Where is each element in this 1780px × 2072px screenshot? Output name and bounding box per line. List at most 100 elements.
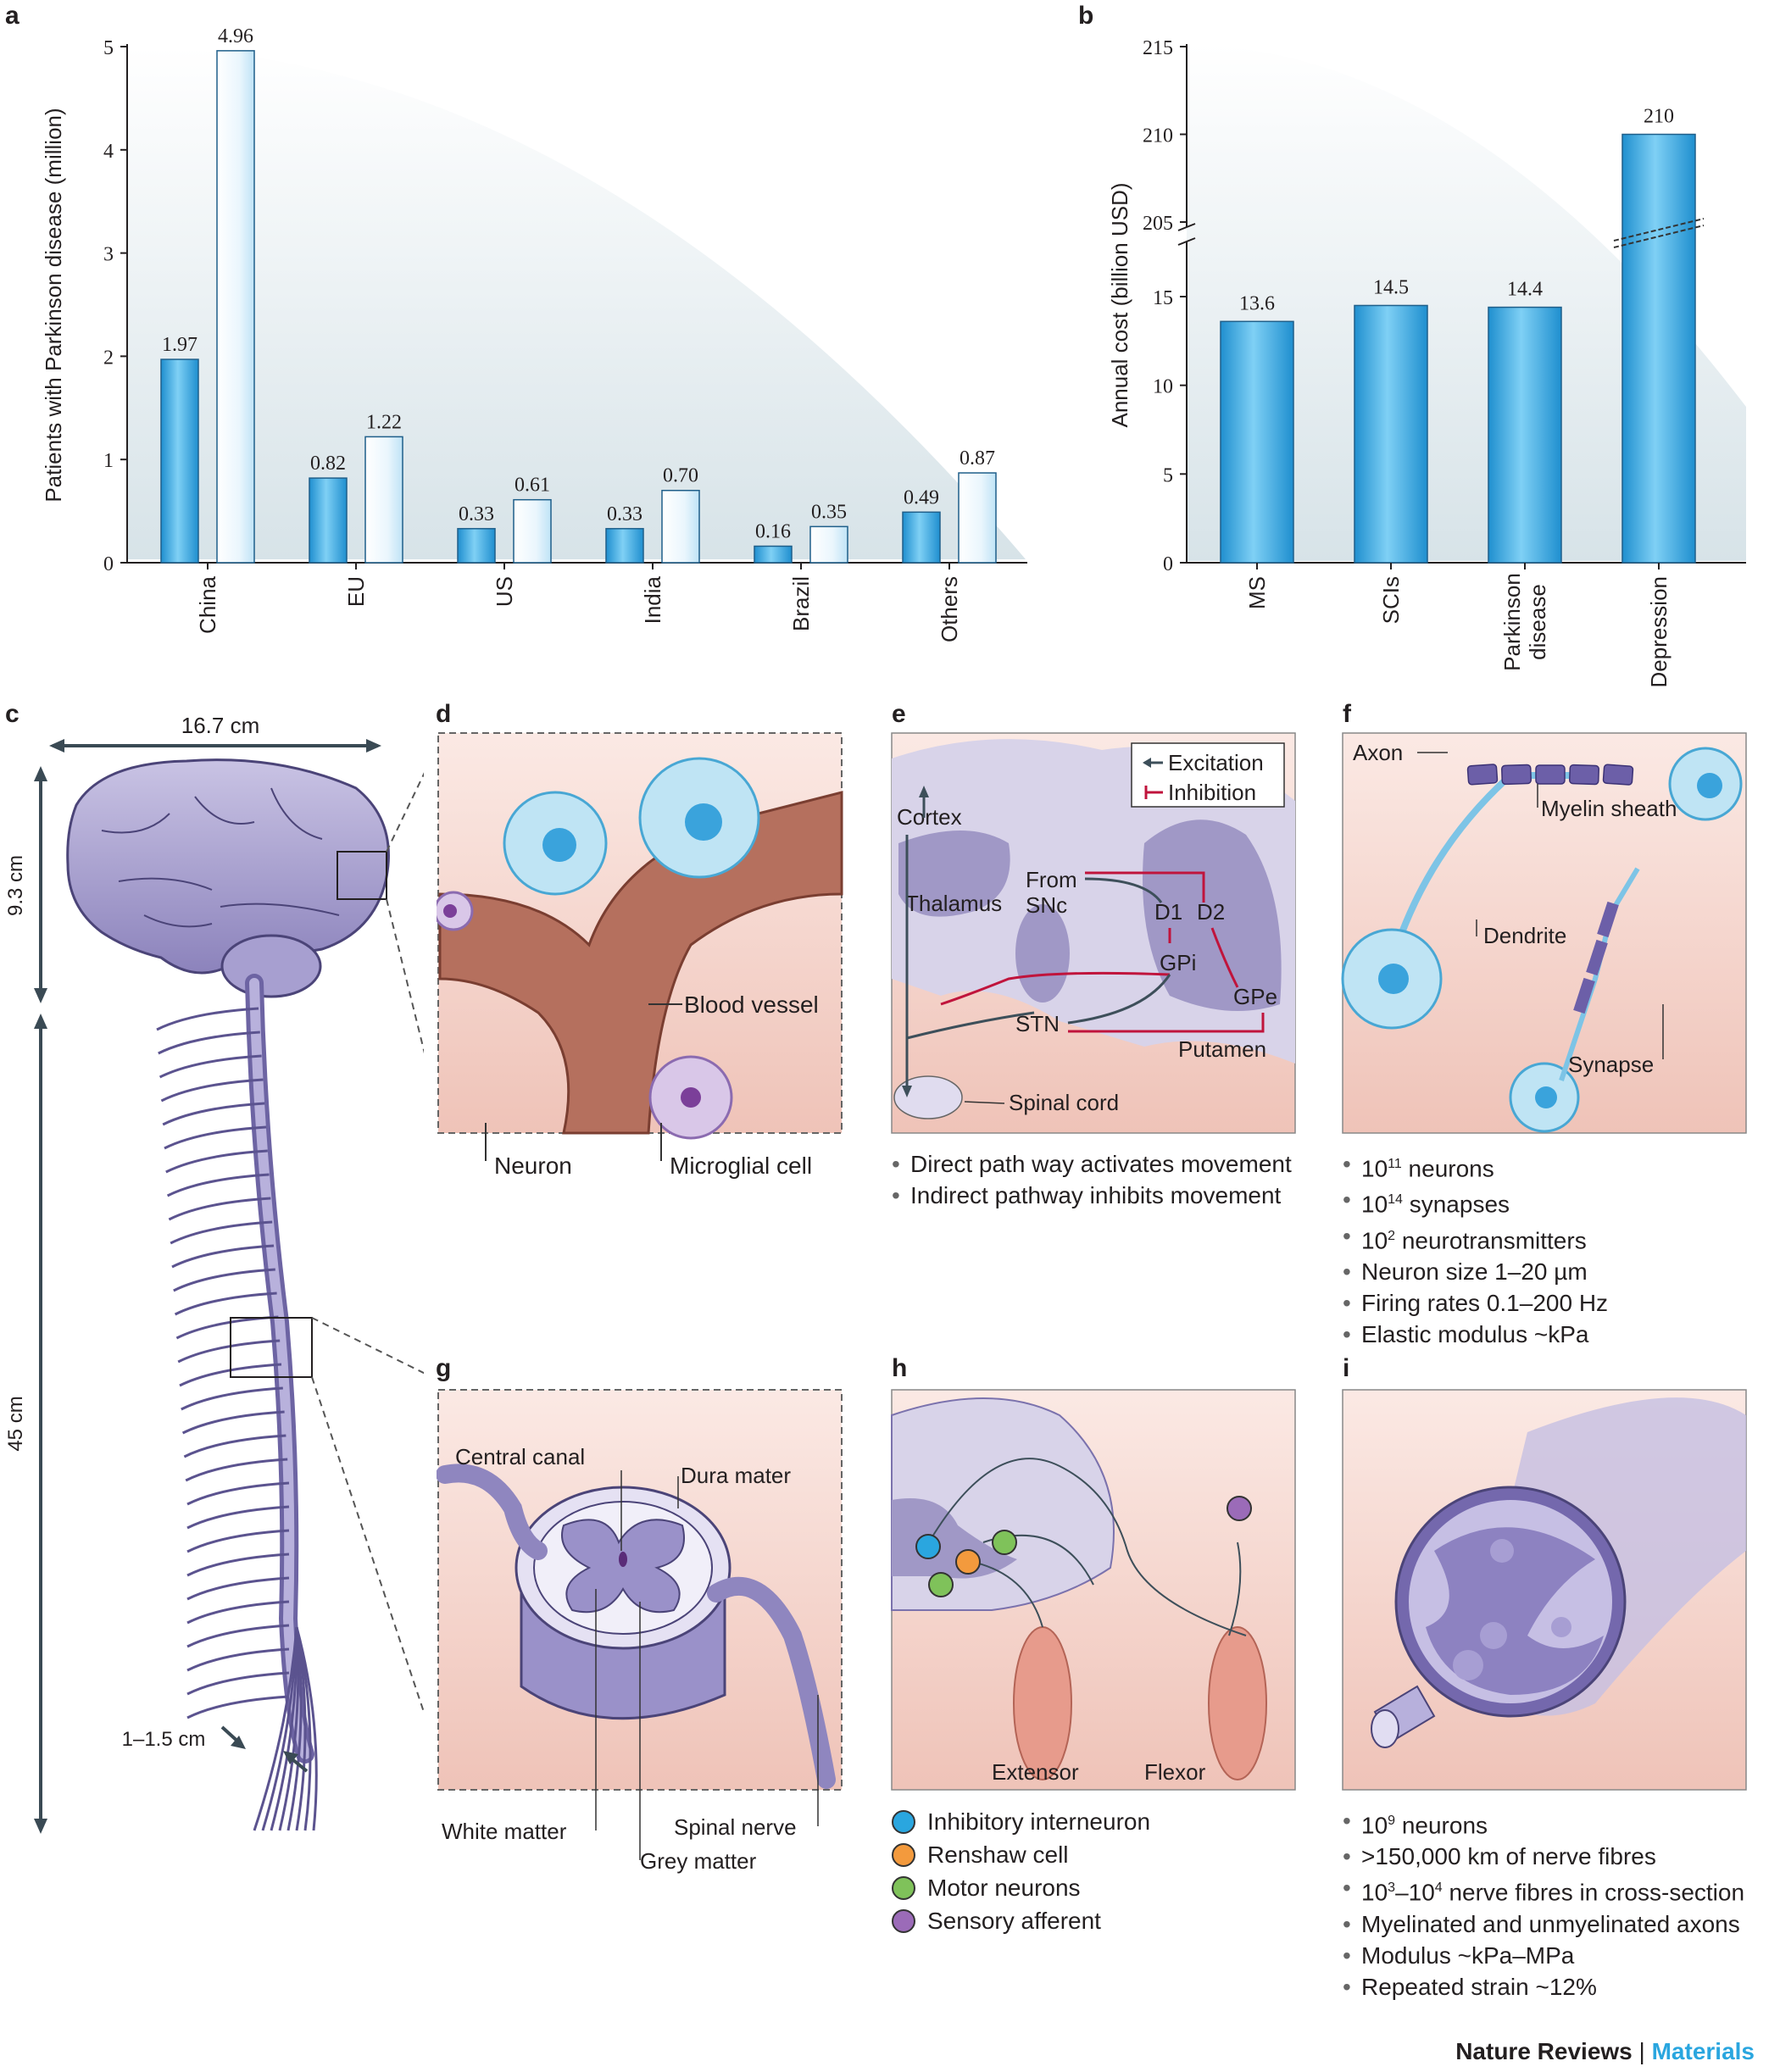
chart-a-category-label: India	[640, 575, 665, 624]
panel-f-note: 102 neurotransmitters	[1343, 1220, 1766, 1256]
chart-a-data-label: 0.16	[755, 521, 791, 543]
spinal-nerve-left	[164, 1125, 267, 1150]
spinal-nerve-left	[186, 1647, 290, 1672]
spinal-nerve-left	[159, 1054, 262, 1079]
chart-b-break-mark	[1613, 225, 1705, 248]
panel-letter-i: i	[1343, 1354, 1350, 1382]
chart-b-ytick-label: 0	[1163, 553, 1173, 575]
panel-i-note: Modulus ~kPa–MPa	[1343, 1940, 1766, 1971]
journal-name: Nature Reviews	[1455, 2038, 1633, 2064]
axon-label: Axon	[1353, 740, 1403, 765]
legend-item: Sensory afferent	[892, 1904, 1316, 1937]
chart-a-ylabel: Patients with Parkinson disease (million…	[41, 108, 66, 502]
myelin-label: Myelin sheath	[1541, 796, 1677, 821]
spinal-nerve-left	[177, 1339, 281, 1364]
chart-b-category-label: Parkinson	[1499, 573, 1525, 671]
chart-b-category-label: MS	[1244, 576, 1270, 609]
panel-c-nervous-system: 16.7 cm 9.3 cm 45 cm 1–1.5 cm	[4, 713, 424, 1834]
spinal-nerve-left	[179, 1363, 282, 1387]
neuron-label: Neuron	[494, 1153, 572, 1179]
spinal-nerve-left	[160, 1078, 264, 1103]
legend-item: Inhibitory interneuron	[892, 1805, 1316, 1838]
central-canal-label: Central canal	[455, 1444, 585, 1469]
brain-width-label: 16.7 cm	[181, 713, 260, 738]
panel-letter-a: a	[5, 2, 19, 30]
chart-a-data-label: 0.33	[607, 503, 642, 525]
chart-a-category-label: China	[195, 575, 220, 633]
white-matter-label: White matter	[442, 1819, 567, 1844]
brain-height-label: 9.3 cm	[4, 855, 27, 916]
thalamus-label: Thalamus	[905, 891, 1002, 916]
blood-vessel-label: Blood vessel	[684, 992, 819, 1018]
chart-b-ytick-label: 15	[1153, 287, 1173, 309]
dendrite-label: Dendrite	[1483, 923, 1566, 948]
spinal-nerve-left	[156, 1007, 259, 1031]
chart-b-bar	[1354, 304, 1428, 564]
chart-a-category-label: Others	[937, 576, 962, 642]
chart-a-data-label: 1.22	[366, 411, 402, 433]
chart-b-category-label: SCIs	[1378, 576, 1404, 624]
panel-letter-f: f	[1343, 700, 1351, 728]
spinal-nerve-left	[168, 1197, 271, 1221]
chart-a-ytick-label: 2	[103, 347, 114, 369]
chart-a-data-label: 1.97	[162, 334, 197, 356]
chart-b-data-label: 210	[1644, 106, 1674, 128]
chart-b-ytick-label: 210	[1143, 125, 1173, 147]
chart-a-data-label: 4.96	[218, 25, 253, 47]
myelin-segment	[1501, 764, 1532, 786]
panel-f-neurons: Axon Myelin sheath Dendrite Synapse	[1341, 732, 1747, 1134]
putamen-label: Putamen	[1178, 1036, 1266, 1062]
d1-label: D1	[1154, 899, 1182, 925]
spinal-nerve-left	[186, 1481, 290, 1506]
panel-f-note: Firing rates 0.1–200 Hz	[1343, 1287, 1766, 1319]
chart-a-bar	[809, 525, 848, 564]
chart-a-ytick-label: 5	[103, 37, 114, 59]
chart-b-data-label: 13.6	[1239, 292, 1275, 314]
chart-b-break-mark	[1613, 218, 1705, 242]
spinal-nerve-left	[186, 1600, 290, 1625]
chart-a-bar	[605, 528, 644, 564]
panel-h-reflex-circuit: Extensor Flexor	[891, 1389, 1296, 1791]
chart-b-category-label: disease	[1525, 584, 1550, 660]
snc-label: SNc	[1026, 892, 1067, 918]
legend-inhibition: Inhibition	[1168, 780, 1256, 805]
chart-b-bar	[1621, 133, 1696, 564]
panel-i-nerve-bundle	[1342, 1389, 1747, 1791]
chart-a-category-label: US	[492, 576, 517, 607]
chart-b-ylabel: Annual cost (billion USD)	[1107, 182, 1132, 427]
gpi-label: GPi	[1160, 950, 1196, 975]
panel-letter-h: h	[892, 1354, 908, 1382]
panel-i-note: 103–104 nerve fibres in cross-section	[1343, 1872, 1766, 1908]
chart-b-data-label: 14.5	[1373, 276, 1409, 298]
legend-label: Motor neurons	[927, 1875, 1081, 1901]
panel-f-note: 1014 synapses	[1343, 1184, 1766, 1219]
myelin-segment	[1569, 764, 1599, 786]
from-label: From	[1026, 867, 1077, 892]
panel-i-note: >150,000 km of nerve fibres	[1343, 1841, 1766, 1872]
chart-b-bar	[1220, 320, 1294, 564]
spinal-nerve-left	[185, 1458, 288, 1482]
spinal-cord-label: Spinal cord	[1009, 1090, 1119, 1115]
chart-b-ytick-label: 10	[1153, 376, 1173, 398]
spinal-nerve-left	[165, 1149, 268, 1174]
note-direct: Direct path way activates movement	[892, 1148, 1299, 1180]
myelin-segment	[1466, 764, 1499, 786]
spinal-nerve-left	[158, 1030, 260, 1055]
legend-item: Motor neurons	[892, 1871, 1316, 1904]
chart-a-ytick-label: 4	[103, 141, 114, 163]
chart-a-data-label: 0.35	[811, 501, 847, 523]
spinal-nerve-left	[174, 1292, 277, 1316]
legend-excitation: Excitation	[1168, 750, 1264, 775]
legend-dot-icon	[892, 1842, 915, 1867]
chart-b-bar	[1488, 306, 1562, 564]
legend-label: Renshaw cell	[927, 1841, 1069, 1868]
panel-i-notes: 109 neurons>150,000 km of nerve fibres10…	[1343, 1805, 1766, 2003]
spinal-nerve-left	[162, 1102, 265, 1126]
spinal-nerve-left	[171, 1244, 275, 1269]
panel-letter-g: g	[436, 1354, 452, 1382]
legend-dot-icon	[892, 1875, 915, 1900]
panel-g-spinal-cross-section: Central canal Dura mater White matter Gr…	[437, 1389, 843, 1874]
